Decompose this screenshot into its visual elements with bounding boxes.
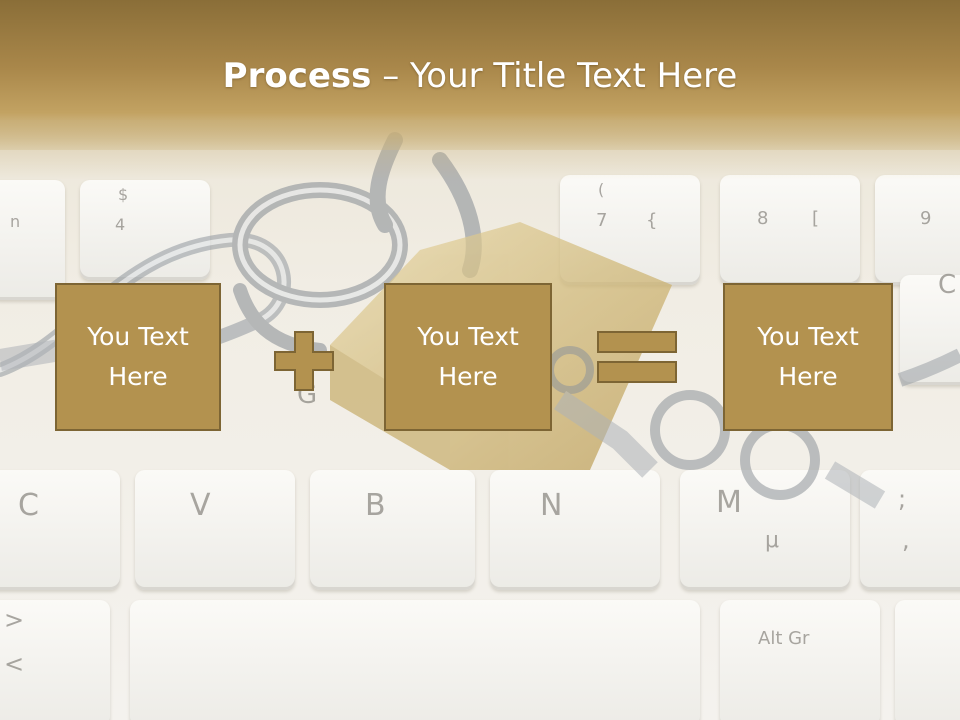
title-rest: Your Title Text Here [410,56,738,96]
process-box-label: You Text Here [87,322,189,391]
key-label: > [4,606,25,634]
key-label: , [902,526,910,554]
process-box-label: You Text Here [417,322,519,391]
title-fade [0,120,960,180]
slide-title[interactable]: Process – Your Title Text Here [0,55,960,97]
process-box-2[interactable]: You Text Here [384,283,552,431]
key-label: { [646,210,658,231]
key-label: n [10,212,21,231]
equals-icon[interactable] [596,330,678,386]
title-bold: Process [222,56,372,96]
key-label: μ [765,528,779,553]
key-label: C [938,270,957,300]
key-label: [ [812,208,820,229]
key-label: Alt Gr [758,628,810,649]
key-label: N [540,488,563,523]
process-box-label: You Text Here [757,322,859,391]
process-box-3[interactable]: You Text Here [723,283,893,431]
key-label: C [18,488,39,523]
key-label: B [365,488,386,523]
key-label: < [4,650,25,678]
key-label: M [716,485,742,520]
key-label: ( [598,180,605,199]
key-label: $ [118,185,129,204]
key-label: V [190,488,211,523]
process-box-1[interactable]: You Text Here [55,283,221,431]
key-label: 7 [596,210,608,231]
key-label: 8 [757,208,769,229]
key-label: 4 [115,215,126,234]
key-label: 9 [920,208,932,229]
plus-icon[interactable] [273,330,335,392]
key-label: ; [898,485,907,513]
title-dash: – [371,56,411,96]
